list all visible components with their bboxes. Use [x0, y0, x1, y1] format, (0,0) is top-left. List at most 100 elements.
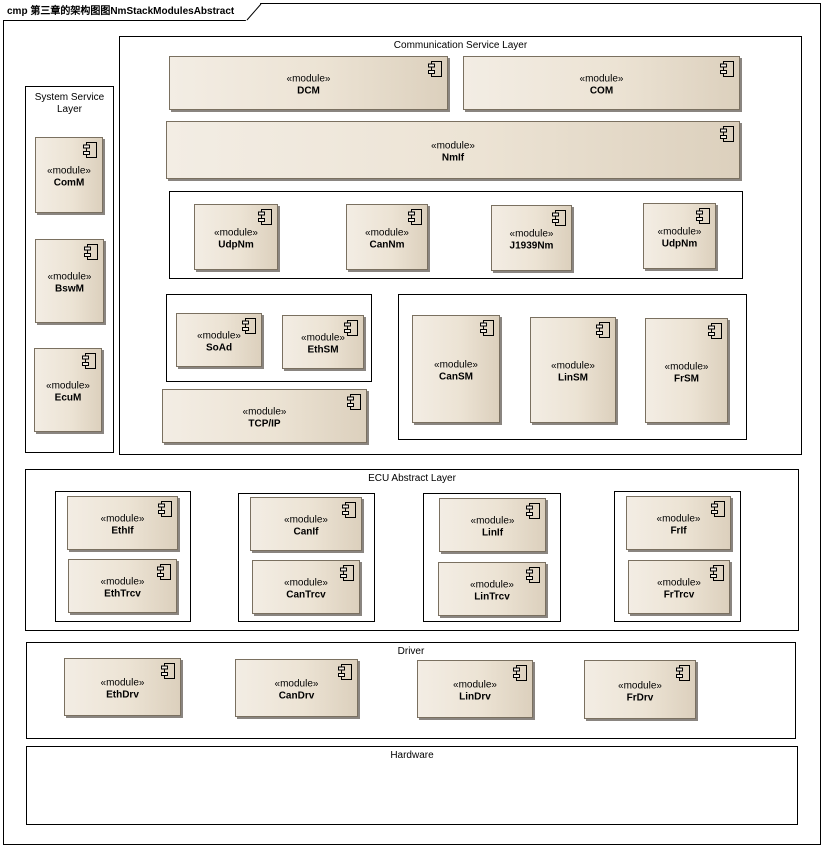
module-can-sm[interactable]: «module»CanSM — [412, 315, 500, 423]
module-fr-if[interactable]: «module»FrIf — [626, 496, 731, 550]
module-name: EthTrcv — [104, 588, 141, 600]
module-eth-drv[interactable]: «module»EthDrv — [64, 658, 181, 716]
module-stereotype: «module» — [284, 577, 328, 589]
module-name: CanIf — [293, 526, 319, 538]
component-icon — [720, 126, 734, 142]
module-nm-if[interactable]: «module»NmIf — [166, 121, 740, 179]
module-label: «module»CanDrv — [236, 678, 357, 702]
component-icon — [720, 61, 734, 77]
module-label: «module»CanTrcv — [253, 577, 359, 601]
component-icon — [480, 320, 494, 336]
module-label: «module»FrSM — [646, 361, 727, 385]
module-name: CanTrcv — [286, 589, 326, 601]
module-eth-trcv[interactable]: «module»EthTrcv — [68, 559, 177, 613]
module-stereotype: «module» — [551, 360, 595, 372]
module-can-trcv[interactable]: «module»CanTrcv — [252, 560, 360, 614]
module-label: «module»SoAd — [177, 330, 261, 354]
module-fr-trcv[interactable]: «module»FrTrcv — [628, 560, 730, 614]
module-stereotype: «module» — [100, 513, 145, 525]
layer-title: System Service Layer — [34, 92, 105, 115]
module-name: J1939Nm — [509, 240, 554, 252]
module-name: COM — [589, 85, 614, 97]
module-label: «module»EthSM — [283, 332, 363, 356]
module-fr-sm[interactable]: «module»FrSM — [645, 318, 728, 423]
module-name: TCP/IP — [248, 418, 281, 430]
module-udp-nm-1[interactable]: «module»UdpNm — [194, 204, 278, 270]
module-stereotype: «module» — [579, 73, 624, 85]
module-stereotype: «module» — [657, 226, 702, 238]
module-stereotype: «module» — [657, 577, 701, 589]
module-dcm[interactable]: «module»DCM — [169, 56, 448, 110]
module-stereotype: «module» — [656, 513, 701, 525]
component-icon — [347, 394, 361, 410]
component-icon — [157, 564, 171, 580]
module-label: «module»EthTrcv — [69, 576, 176, 600]
module-lin-drv[interactable]: «module»LinDrv — [417, 660, 533, 718]
component-icon — [408, 209, 422, 225]
layer-title: Driver — [397, 646, 425, 657]
component-icon — [708, 323, 722, 339]
component-icon — [696, 208, 710, 224]
module-name: LinIf — [481, 527, 504, 539]
module-name: CanSM — [439, 371, 473, 383]
module-stereotype: «module» — [470, 579, 514, 591]
module-eth-sm[interactable]: «module»EthSM — [282, 315, 364, 369]
module-label: «module»NmIf — [167, 140, 739, 164]
module-lin-if[interactable]: «module»LinIf — [439, 498, 546, 552]
module-lin-sm[interactable]: «module»LinSM — [530, 317, 616, 423]
module-stereotype: «module» — [242, 406, 287, 418]
module-name: CanNm — [369, 239, 405, 251]
component-icon — [258, 209, 272, 225]
module-name: EthIf — [111, 525, 134, 537]
component-icon — [711, 501, 725, 517]
module-stereotype: «module» — [214, 227, 258, 239]
module-stereotype: «module» — [431, 140, 475, 152]
module-stereotype: «module» — [286, 73, 331, 85]
module-name: CanDrv — [278, 690, 315, 702]
module-stereotype: «module» — [100, 576, 145, 588]
module-lin-trcv[interactable]: «module»LinTrcv — [438, 562, 546, 616]
component-icon — [344, 320, 358, 336]
module-j1939-nm[interactable]: «module»J1939Nm — [491, 205, 572, 271]
module-tcp-ip[interactable]: «module»TCP/IP — [162, 389, 367, 443]
module-label: «module»EcuM — [35, 380, 101, 404]
module-label: «module»TCP/IP — [163, 406, 366, 430]
module-stereotype: «module» — [284, 514, 328, 526]
module-eth-if[interactable]: «module»EthIf — [67, 496, 178, 550]
layer-title: ECU Abstract Layer — [368, 473, 456, 484]
component-icon — [552, 210, 566, 226]
module-name: LinSM — [558, 372, 588, 384]
module-stereotype: «module» — [301, 332, 345, 344]
module-so-ad[interactable]: «module»SoAd — [176, 313, 262, 367]
module-com[interactable]: «module»COM — [463, 56, 740, 110]
module-comm-m[interactable]: «module»ComM — [35, 137, 103, 213]
component-icon — [596, 322, 610, 338]
module-stereotype: «module» — [434, 359, 478, 371]
component-icon — [340, 565, 354, 581]
module-label: «module»CanIf — [251, 514, 361, 538]
component-icon — [242, 318, 256, 334]
module-udp-nm-2[interactable]: «module»UdpNm — [643, 203, 716, 269]
module-bsw-m[interactable]: «module»BswM — [35, 239, 104, 323]
module-stereotype: «module» — [664, 360, 709, 372]
module-name: EthSM — [307, 344, 339, 356]
layer-title: Hardware — [390, 750, 434, 761]
module-can-if[interactable]: «module»CanIf — [250, 497, 362, 551]
module-can-nm[interactable]: «module»CanNm — [346, 204, 428, 270]
layer-title: Communication Service Layer — [393, 40, 528, 51]
module-name: BswM — [55, 283, 84, 295]
module-ecu-m[interactable]: «module»EcuM — [34, 348, 102, 432]
hardware-layer[interactable]: Hardware — [26, 746, 798, 825]
module-stereotype: «module» — [46, 380, 90, 392]
component-icon — [526, 567, 540, 583]
module-name: UdpNm — [218, 239, 254, 251]
module-stereotype: «module» — [365, 227, 409, 239]
component-icon — [526, 503, 540, 519]
module-name: FrTrcv — [663, 589, 695, 601]
module-name: FrSM — [674, 372, 699, 384]
module-can-drv[interactable]: «module»CanDrv — [235, 659, 358, 717]
module-fr-drv[interactable]: «module»FrDrv — [584, 660, 696, 719]
module-stereotype: «module» — [453, 679, 497, 691]
module-name: DCM — [297, 85, 320, 97]
module-label: «module»EthDrv — [65, 677, 180, 701]
